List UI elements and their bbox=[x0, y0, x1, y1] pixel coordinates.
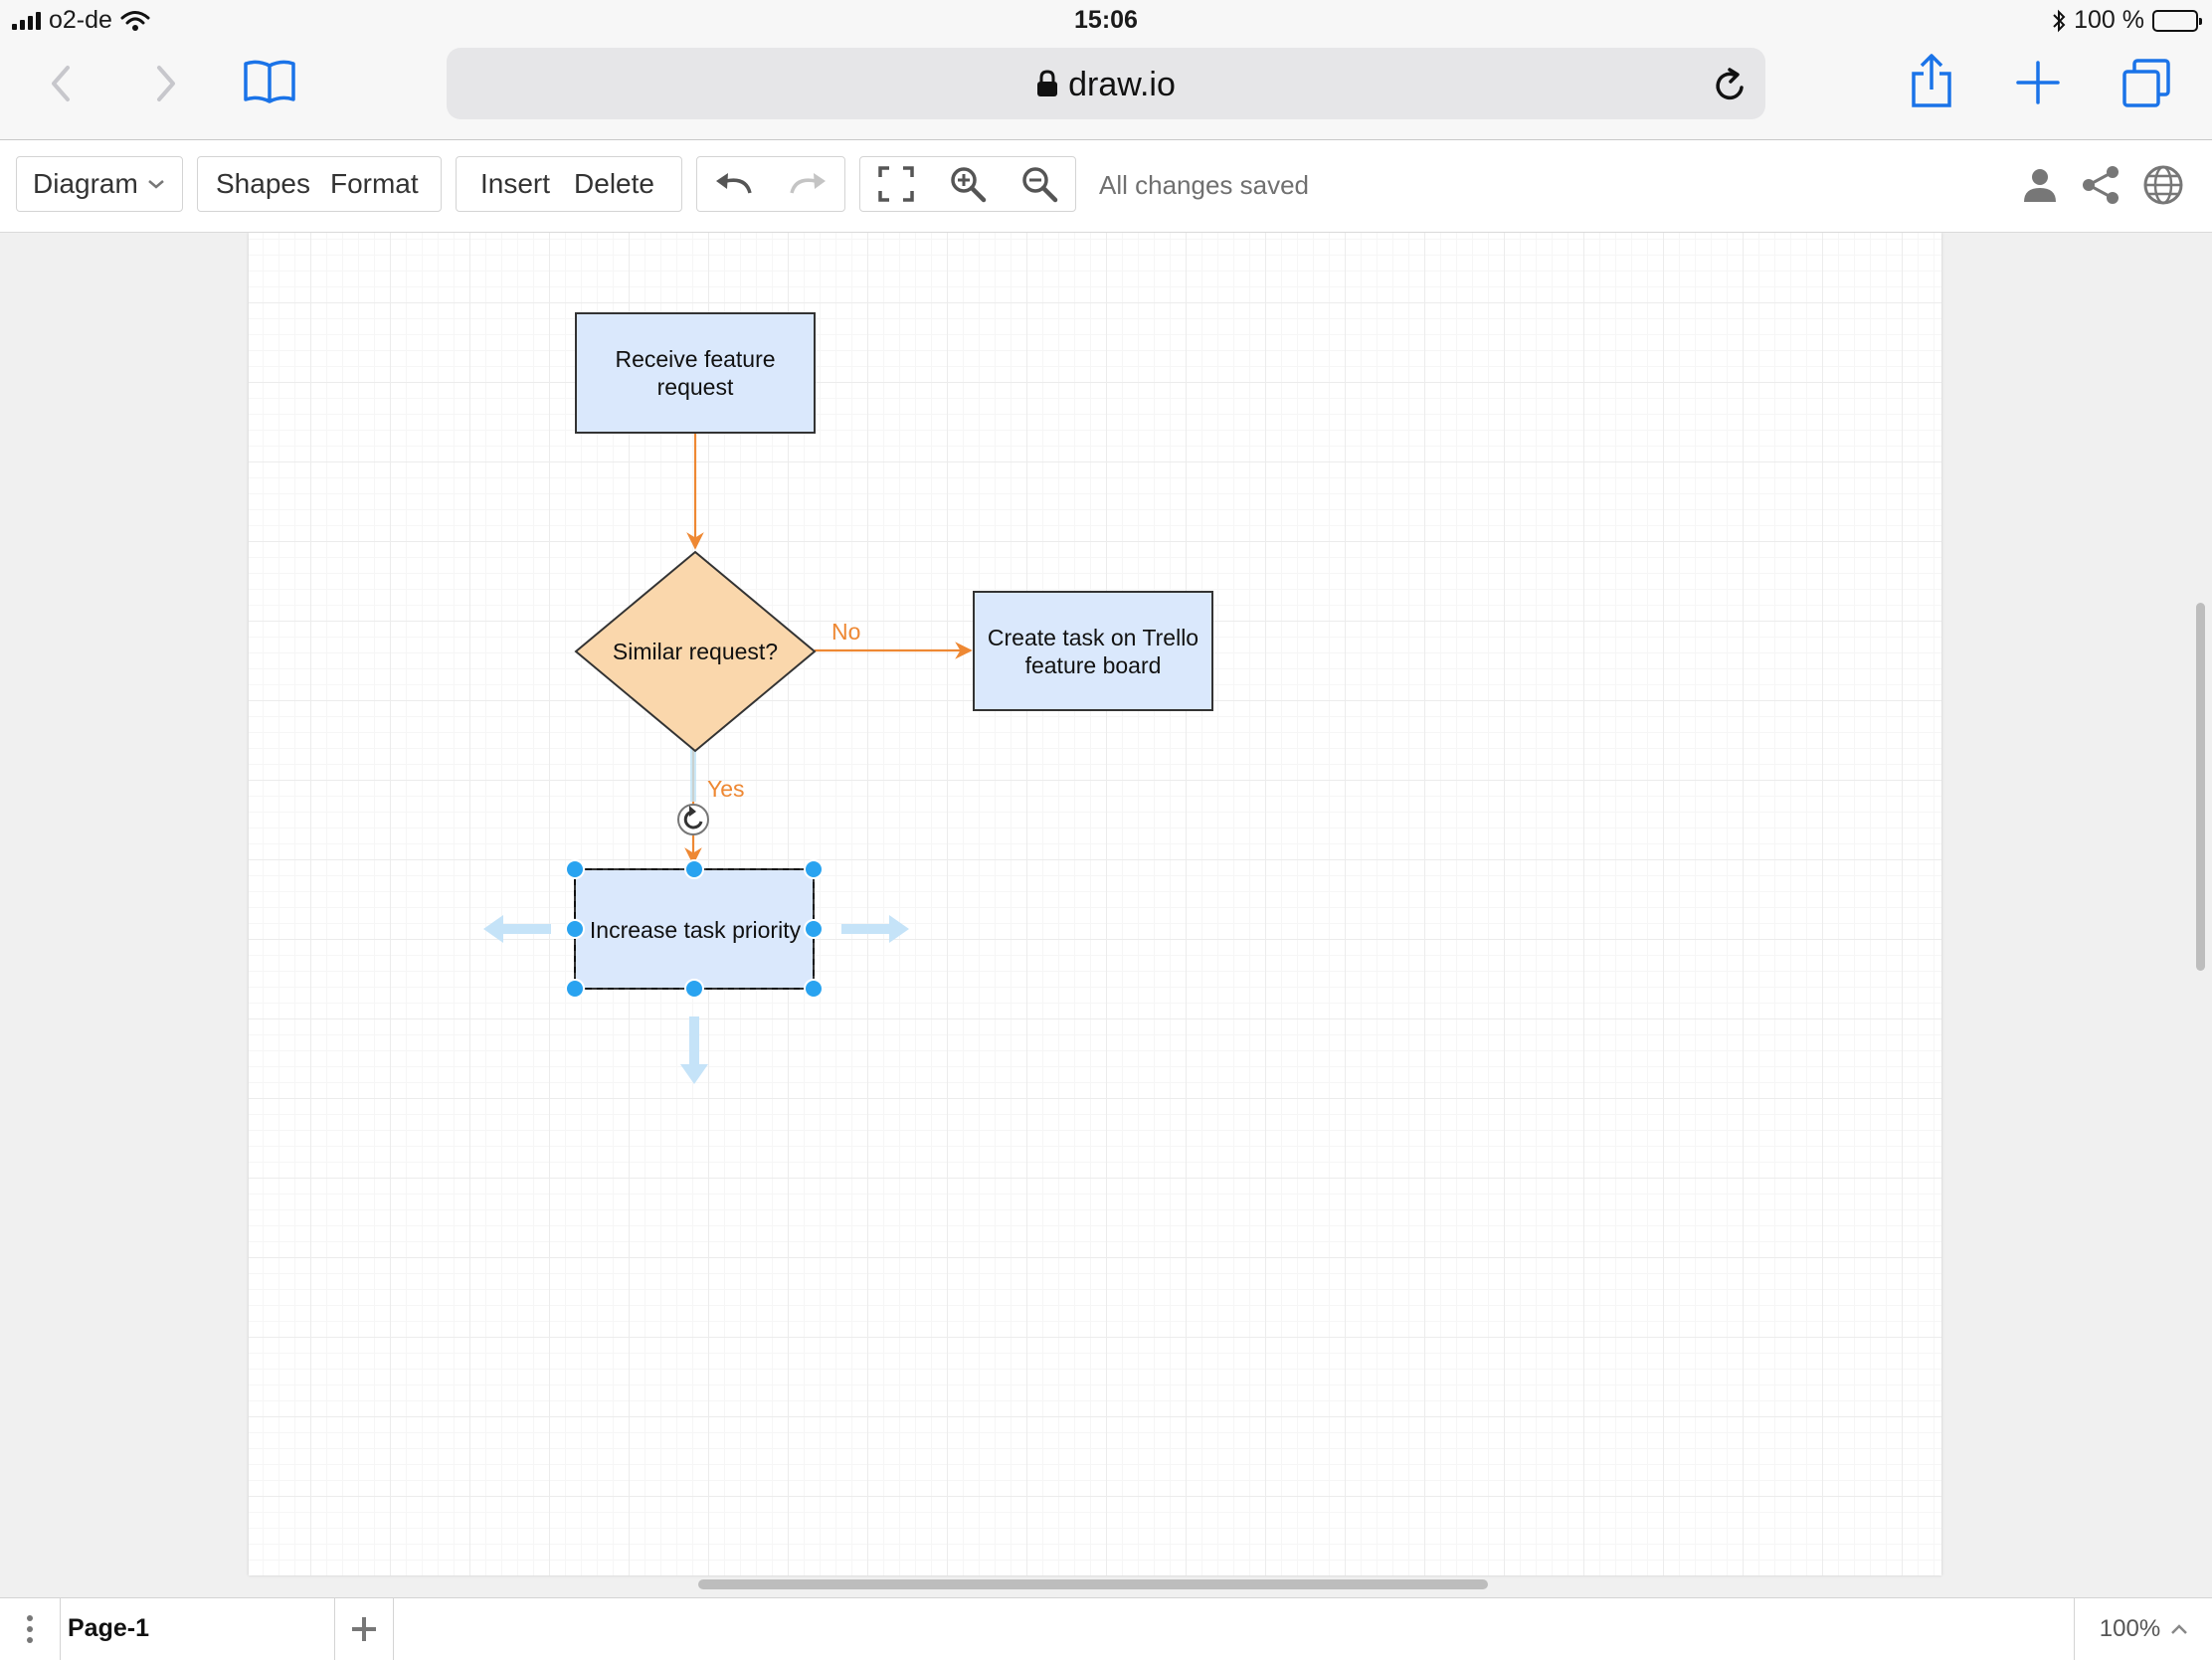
battery-icon bbox=[2152, 9, 2202, 32]
diagram-canvas[interactable]: No Yes Receive feature request Similar r… bbox=[0, 233, 2212, 1597]
node-label-line: feature board bbox=[1025, 652, 1162, 678]
node-label-line: Receive feature bbox=[615, 346, 775, 372]
shapes-button[interactable]: Shapes bbox=[216, 168, 310, 199]
resize-handles[interactable] bbox=[565, 859, 824, 999]
more-vertical-icon bbox=[27, 1615, 33, 1643]
page-tab-label: Page-1 bbox=[68, 1614, 149, 1642]
flowchart[interactable]: No Yes Receive feature request Similar r… bbox=[0, 233, 2212, 1597]
horizontal-scrollbar[interactable] bbox=[698, 1579, 1488, 1589]
tabs-icon[interactable] bbox=[2120, 58, 2172, 109]
insert-button[interactable]: Insert bbox=[480, 168, 551, 199]
quick-connect-down-arrow[interactable] bbox=[680, 1016, 708, 1084]
node-label-line: Create task on Trello bbox=[988, 625, 1198, 650]
node-create-trello-task[interactable]: Create task on Trello feature board bbox=[973, 591, 1213, 711]
resize-handle-ne[interactable] bbox=[804, 859, 824, 879]
redo-icon[interactable] bbox=[786, 169, 830, 199]
new-tab-icon[interactable] bbox=[2015, 60, 2061, 105]
wifi-icon bbox=[120, 10, 150, 31]
browser-toolbar: draw.io bbox=[0, 40, 2212, 140]
zoom-in-icon[interactable] bbox=[948, 164, 988, 204]
node-label-line: request bbox=[657, 374, 734, 400]
resize-handle-w[interactable] bbox=[565, 919, 585, 939]
chevron-up-icon bbox=[2171, 1624, 2188, 1634]
node-increase-task-priority[interactable]: Increase task priority bbox=[574, 868, 815, 990]
add-page-button[interactable] bbox=[335, 1598, 394, 1660]
node-label-line: Increase task priority bbox=[590, 917, 802, 943]
user-icon[interactable] bbox=[2021, 166, 2059, 204]
bookmarks-icon[interactable] bbox=[243, 58, 296, 105]
save-status: All changes saved bbox=[1099, 170, 1310, 200]
panel-toggle-group: Shapes Format bbox=[197, 156, 442, 212]
page-tab[interactable]: Page-1 bbox=[60, 1598, 335, 1660]
resize-handle-nw[interactable] bbox=[565, 859, 585, 879]
resize-handle-sw[interactable] bbox=[565, 979, 585, 999]
pages-menu-button[interactable] bbox=[0, 1598, 61, 1660]
address-bar[interactable]: draw.io bbox=[447, 48, 1765, 119]
edge-label-yes[interactable]: Yes bbox=[707, 776, 745, 802]
resize-handle-s[interactable] bbox=[684, 979, 704, 999]
bluetooth-icon bbox=[2053, 9, 2066, 32]
diagram-menu-label: Diagram bbox=[33, 168, 138, 199]
undo-icon[interactable] bbox=[712, 169, 756, 199]
app-toolbar: Diagram Shapes Format Insert Delete bbox=[0, 140, 2212, 233]
edge-label-no[interactable]: No bbox=[831, 619, 860, 645]
share-icon[interactable] bbox=[1910, 54, 1953, 109]
resize-handle-e[interactable] bbox=[804, 919, 824, 939]
fullscreen-icon[interactable] bbox=[876, 164, 916, 204]
view-group bbox=[859, 156, 1076, 212]
resize-handle-se[interactable] bbox=[804, 979, 824, 999]
add-page-icon bbox=[352, 1617, 376, 1641]
resize-handle-n[interactable] bbox=[684, 859, 704, 879]
chevron-down-icon bbox=[147, 180, 164, 189]
quick-connect-right-arrow[interactable] bbox=[841, 915, 909, 943]
node-receive-feature-request[interactable]: Receive feature request bbox=[575, 312, 816, 434]
carrier-name: o2-de bbox=[49, 6, 112, 34]
signal-icon bbox=[12, 11, 41, 30]
diagram-menu-button[interactable]: Diagram bbox=[17, 168, 182, 200]
rotate-handle-icon[interactable] bbox=[677, 804, 709, 835]
page-bar: Page-1 100% bbox=[0, 1597, 2212, 1660]
node-label-line: Similar request? bbox=[613, 639, 778, 664]
share-icon[interactable] bbox=[2081, 165, 2120, 205]
format-button[interactable]: Format bbox=[329, 168, 419, 199]
vertical-scrollbar[interactable] bbox=[2196, 603, 2205, 971]
quick-connect-left-arrow[interactable] bbox=[483, 915, 551, 943]
zoom-level: 100% bbox=[2099, 1615, 2161, 1642]
forward-icon[interactable] bbox=[151, 62, 181, 105]
history-group bbox=[696, 156, 845, 212]
delete-button[interactable]: Delete bbox=[574, 168, 654, 199]
globe-icon[interactable] bbox=[2142, 164, 2184, 206]
diagram-page[interactable] bbox=[249, 233, 1941, 1575]
url-text: draw.io bbox=[1068, 66, 1176, 103]
zoom-out-icon[interactable] bbox=[1019, 164, 1059, 204]
node-similar-request-decision[interactable]: Similar request? bbox=[574, 550, 817, 753]
back-icon[interactable] bbox=[46, 62, 76, 105]
zoom-control[interactable]: 100% bbox=[2074, 1598, 2212, 1660]
lock-icon bbox=[1037, 70, 1058, 96]
battery-percentage: 100 % bbox=[2074, 6, 2144, 34]
status-bar: o2-de 15:06 100 % bbox=[0, 0, 2212, 40]
clock: 15:06 bbox=[1074, 6, 1138, 34]
edit-group: Insert Delete bbox=[456, 156, 682, 212]
reload-icon[interactable] bbox=[1714, 68, 1748, 103]
diagram-menu-group: Diagram bbox=[16, 156, 183, 212]
